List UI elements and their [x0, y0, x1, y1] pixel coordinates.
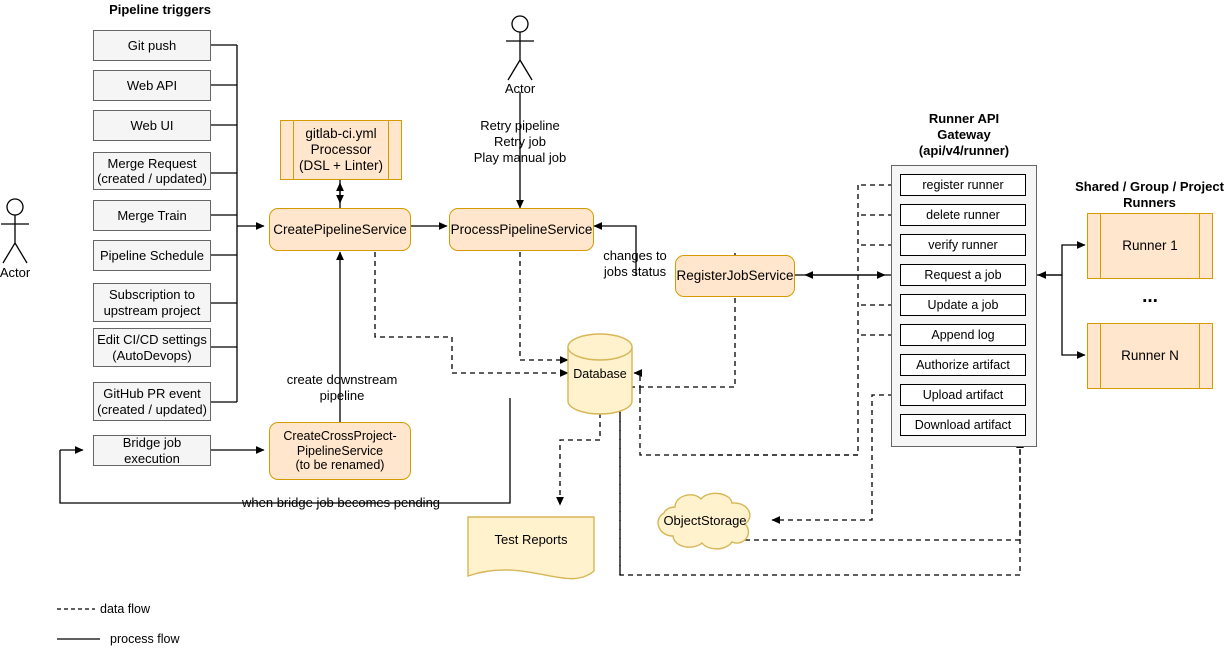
- test-reports-node[interactable]: Test Reports: [467, 516, 595, 582]
- component-bar-left: [1100, 324, 1101, 388]
- actor-top-label: Actor: [504, 81, 536, 96]
- trigger-label: Merge Request (created / updated): [97, 155, 207, 186]
- trigger-label: Web UI: [130, 117, 174, 133]
- runners-title: Shared / Group / Project Runners: [1075, 179, 1224, 210]
- service-label: CreateCrossProject- PipelineService (to …: [283, 428, 397, 473]
- trigger-label: Git push: [127, 37, 177, 53]
- component-label: gitlab-ci.yml Processor (DSL + Linter): [299, 126, 383, 173]
- trigger-label: Pipeline Schedule: [99, 247, 205, 263]
- changes-jobs-status-label: changes to jobs status: [603, 248, 667, 279]
- trigger-label: Edit CI/CD settings (AutoDevops): [97, 332, 207, 363]
- service-label: RegisterJobService: [676, 268, 794, 284]
- trigger-edit-cicd-settings[interactable]: Edit CI/CD settings (AutoDevops): [93, 328, 211, 367]
- create-cross-project-pipeline-service[interactable]: CreateCrossProject- PipelineService (to …: [269, 422, 411, 480]
- trigger-label: Merge Train: [117, 207, 187, 223]
- trigger-label: Web API: [126, 77, 178, 93]
- gateway-title: Runner API Gateway (api/v4/runner): [918, 111, 1010, 158]
- trigger-web-api[interactable]: Web API: [93, 70, 211, 101]
- api-item-label: Request a job: [924, 268, 1002, 282]
- api-item-label: Append log: [931, 328, 995, 342]
- trigger-github-pr-event[interactable]: GitHub PR event (created / updated): [93, 382, 211, 421]
- component-bar-right: [388, 121, 389, 179]
- service-label: ProcessPipelineService: [450, 221, 593, 237]
- api-item-label: Update a job: [927, 298, 999, 312]
- create-downstream-label: create downstream pipeline: [286, 372, 398, 403]
- gitlab-ci-yml-processor[interactable]: gitlab-ci.yml Processor (DSL + Linter): [280, 120, 402, 180]
- trigger-git-push[interactable]: Git push: [93, 30, 211, 61]
- database-label: Database: [573, 367, 627, 381]
- trigger-subscription-upstream[interactable]: Subscription to upstream project: [93, 283, 211, 322]
- api-item-label: delete runner: [926, 208, 1000, 222]
- component-bar-right: [1199, 324, 1200, 388]
- api-item-verify-runner[interactable]: verify runner: [900, 234, 1026, 256]
- trigger-pipeline-schedule[interactable]: Pipeline Schedule: [93, 240, 211, 271]
- trigger-label: Subscription to upstream project: [103, 287, 201, 318]
- process-pipeline-service[interactable]: ProcessPipelineService: [449, 208, 594, 251]
- api-item-delete-runner[interactable]: delete runner: [900, 204, 1026, 226]
- pipeline-triggers-title: Pipeline triggers: [109, 2, 211, 17]
- component-bar-right: [1199, 214, 1200, 278]
- service-label: CreatePipelineService: [273, 221, 407, 237]
- trigger-web-ui[interactable]: Web UI: [93, 110, 211, 141]
- api-item-label: register runner: [922, 178, 1004, 192]
- api-item-upload-artifact[interactable]: Upload artifact: [900, 384, 1026, 406]
- database-node[interactable]: Database: [566, 333, 634, 415]
- runners-ellipsis: ...: [1142, 286, 1158, 307]
- cloud-icon: [657, 492, 751, 550]
- component-bar-left: [1100, 214, 1101, 278]
- legend-process-flow-label: process flow: [110, 632, 180, 646]
- runner-1[interactable]: Runner 1: [1087, 213, 1213, 279]
- trigger-label: Bridge job execution: [122, 435, 182, 466]
- component-label: Runner N: [1121, 348, 1179, 364]
- api-item-download-artifact[interactable]: Download artifact: [900, 414, 1026, 436]
- api-item-label: Upload artifact: [922, 388, 1004, 402]
- api-item-register-runner[interactable]: register runner: [900, 174, 1026, 196]
- api-item-request-a-job[interactable]: Request a job: [900, 264, 1026, 286]
- trigger-merge-request[interactable]: Merge Request (created / updated): [93, 152, 211, 190]
- test-reports-label: Test Reports: [494, 531, 568, 547]
- api-item-update-a-job[interactable]: Update a job: [900, 294, 1026, 316]
- trigger-label: GitHub PR event (created / updated): [97, 386, 207, 417]
- register-job-service[interactable]: RegisterJobService: [675, 255, 795, 297]
- object-storage-node[interactable]: ObjectStorage: [650, 489, 760, 551]
- create-pipeline-service[interactable]: CreatePipelineService: [269, 208, 411, 251]
- database-icon: [567, 333, 633, 415]
- bridge-pending-label: when bridge job becomes pending: [242, 495, 441, 510]
- object-storage-label: ObjectStorage: [663, 512, 747, 528]
- trigger-merge-train[interactable]: Merge Train: [93, 200, 211, 231]
- retry-label: Retry pipeline Retry job Play manual job: [473, 118, 567, 165]
- document-icon: [467, 516, 595, 580]
- component-bar-left: [293, 121, 294, 179]
- legend-data-flow-label: data flow: [100, 602, 151, 616]
- trigger-bridge-job-execution[interactable]: Bridge job execution: [93, 435, 211, 466]
- component-label: Runner 1: [1122, 238, 1178, 254]
- api-item-append-log[interactable]: Append log: [900, 324, 1026, 346]
- api-item-label: verify runner: [928, 238, 998, 252]
- api-item-label: Authorize artifact: [916, 358, 1010, 372]
- api-item-label: Download artifact: [914, 418, 1012, 432]
- actor-left-label: Actor: [0, 265, 31, 280]
- api-item-authorize-artifact[interactable]: Authorize artifact: [900, 354, 1026, 376]
- runner-n[interactable]: Runner N: [1087, 323, 1213, 389]
